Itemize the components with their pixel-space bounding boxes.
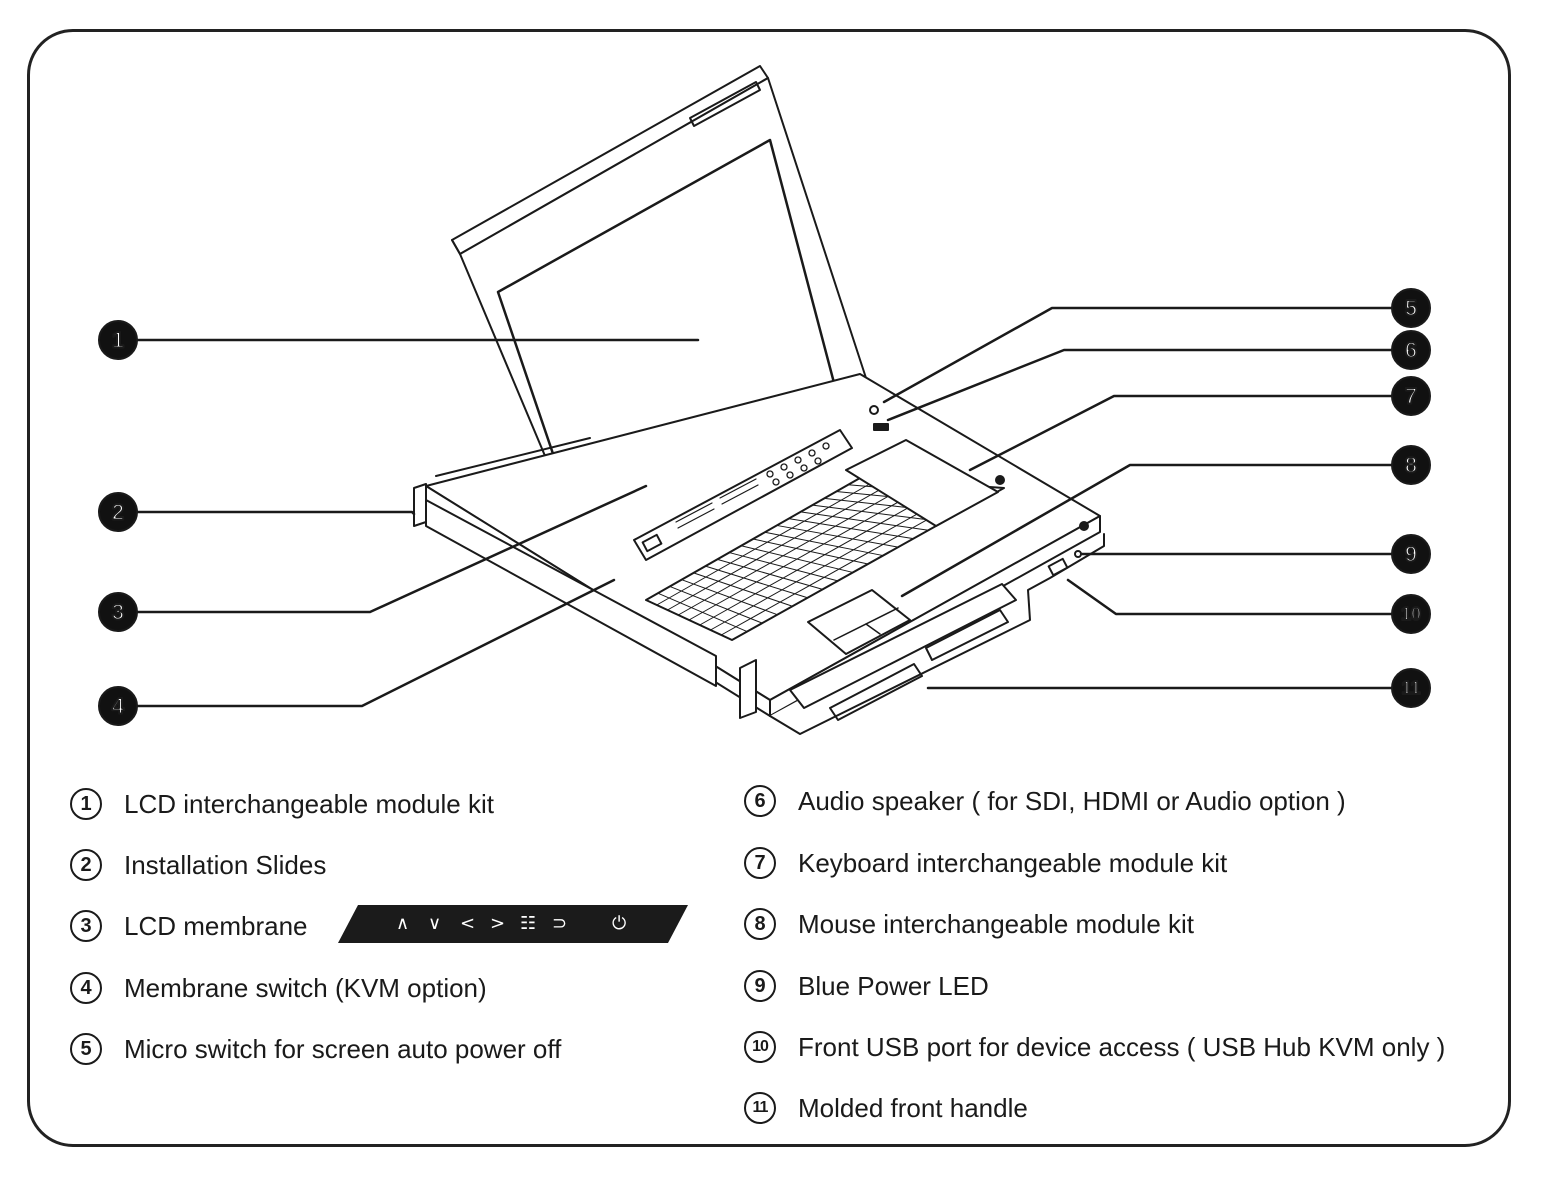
slide-bracket-right (739, 659, 757, 719)
svg-text:2: 2 (112, 500, 124, 525)
legend-label: Audio speaker ( for SDI, HDMI or Audio o… (798, 785, 1346, 816)
legend-number: 4 (70, 972, 102, 1004)
front-usb-port (1047, 557, 1069, 577)
legend-label: Molded front handle (798, 1092, 1028, 1123)
legend-item-11: 11 Molded front handle (744, 1088, 1028, 1128)
front-handle (769, 533, 1105, 735)
legend-number: 6 (744, 785, 776, 817)
slide-bracket-left (413, 483, 427, 527)
left-arrow-icon: < (460, 913, 476, 934)
legend-label: Membrane switch (KVM option) (124, 972, 487, 1003)
legend-number: 9 (744, 970, 776, 1002)
legend-number: 2 (70, 849, 102, 881)
legend-number: 1 (70, 788, 102, 820)
legend-item-4: 4 Membrane switch (KVM option) (70, 968, 487, 1008)
callout-9: 9 (1391, 534, 1431, 574)
menu-icon: ☷ (520, 913, 537, 934)
legend-number: 7 (744, 847, 776, 879)
callout-5: 5 (1391, 288, 1431, 328)
svg-text:4: 4 (112, 694, 125, 719)
callout-2: 2 (98, 492, 138, 532)
legend-number: 3 (70, 910, 102, 942)
lcd-membrane-illustration: ∧ ∨ < > ☷ ⊃ ⏻ (338, 905, 688, 943)
svg-text:8: 8 (1405, 453, 1417, 478)
legend-item-8: 8 Mouse interchangeable module kit (744, 904, 1194, 944)
legend-item-9: 9 Blue Power LED (744, 966, 989, 1006)
audio-speaker (873, 423, 889, 431)
legend-number: 10 (744, 1031, 776, 1063)
legend-item-7: 7 Keyboard interchangeable module kit (744, 843, 1227, 883)
power-icon: ⏻ (612, 913, 627, 934)
svg-text:6: 6 (1405, 338, 1417, 363)
legend-label: LCD membrane (124, 910, 308, 941)
legend-item-10: 10 Front USB port for device access ( US… (744, 1027, 1445, 1067)
callout-3: 3 (98, 592, 138, 632)
svg-text:3: 3 (112, 600, 124, 625)
callout-7: 7 (1391, 376, 1431, 416)
legend-item-2: 2 Installation Slides (70, 845, 326, 885)
diagram-frame (27, 29, 1511, 1147)
legend-label: Micro switch for screen auto power off (124, 1033, 562, 1064)
callout-badges: 1 2 3 4 5 6 7 8 9 10 11 (98, 288, 1431, 726)
up-arrow-icon: ∧ (396, 913, 410, 934)
legend-label: Mouse interchangeable module kit (798, 908, 1195, 939)
legend-label: Blue Power LED (798, 970, 989, 1001)
right-arrow-icon: > (490, 913, 506, 934)
blue-power-led (1074, 550, 1082, 558)
touchpad (807, 589, 911, 655)
leader-lines (130, 306, 1396, 708)
svg-text:7: 7 (1405, 384, 1417, 409)
legend-number: 11 (744, 1092, 776, 1124)
micro-switch (869, 405, 879, 415)
callout-6: 6 (1391, 330, 1431, 370)
legend-number: 8 (744, 908, 776, 940)
down-arrow-icon: ∨ (428, 913, 442, 934)
svg-text:11: 11 (1401, 678, 1420, 698)
legend-label: Front USB port for device access ( USB H… (798, 1031, 1446, 1062)
legend-item-3: 3 LCD membrane (70, 906, 308, 946)
keyboard-module (645, 439, 1005, 641)
legend-item-6: 6 Audio speaker ( for SDI, HDMI or Audio… (744, 781, 1346, 821)
legend-label: Installation Slides (124, 849, 327, 880)
svg-text:1: 1 (112, 328, 124, 353)
legend-item-1: 1 LCD interchangeable module kit (70, 784, 494, 824)
callout-8: 8 (1391, 445, 1431, 485)
legend-number: 5 (70, 1033, 102, 1065)
callout-10: 10 (1391, 594, 1431, 634)
return-icon: ⊃ (552, 913, 568, 934)
legend-item-5: 5 Micro switch for screen auto power off (70, 1029, 561, 1069)
svg-text:5: 5 (1405, 296, 1417, 321)
legend-label: LCD interchangeable module kit (124, 788, 494, 819)
callout-11: 11 (1391, 668, 1431, 708)
legend-label: Keyboard interchangeable module kit (798, 847, 1228, 878)
membrane-switch-panel (633, 429, 853, 561)
svg-text:10: 10 (1401, 604, 1421, 624)
svg-text:9: 9 (1405, 542, 1417, 567)
callout-4: 4 (98, 686, 138, 726)
callout-1: 1 (98, 320, 138, 360)
